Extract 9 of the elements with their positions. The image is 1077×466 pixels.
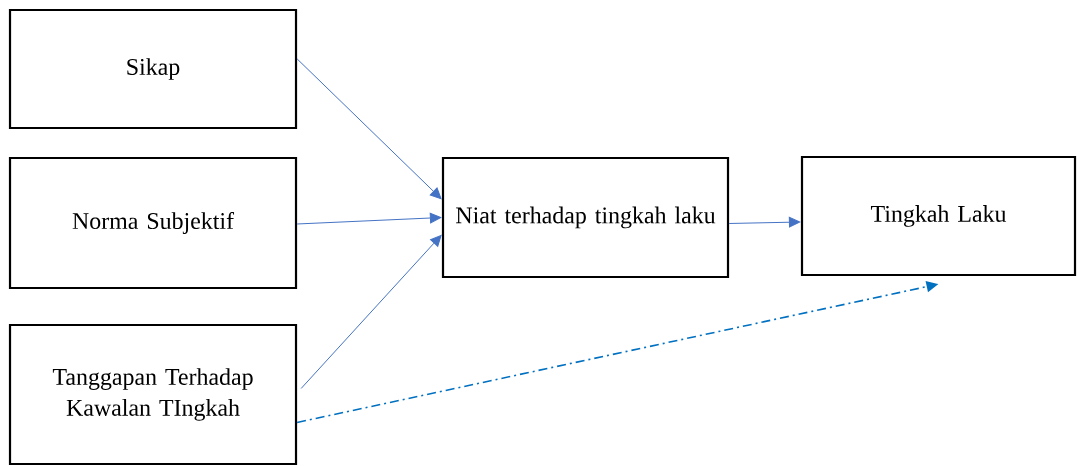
process-box: Norma Subjektif bbox=[8, 156, 298, 290]
process-box: Tanggapan Terhadap Kawalan TIngkah bbox=[8, 323, 298, 466]
arrow bbox=[728, 216, 801, 228]
arrow bbox=[296, 58, 442, 200]
arrow bbox=[296, 212, 442, 225]
arrow bbox=[300, 234, 442, 389]
process-box: Niat terhadap tingkah laku bbox=[441, 156, 730, 279]
process-box: Sikap bbox=[8, 8, 298, 130]
process-box: Tingkah Laku bbox=[800, 155, 1077, 277]
